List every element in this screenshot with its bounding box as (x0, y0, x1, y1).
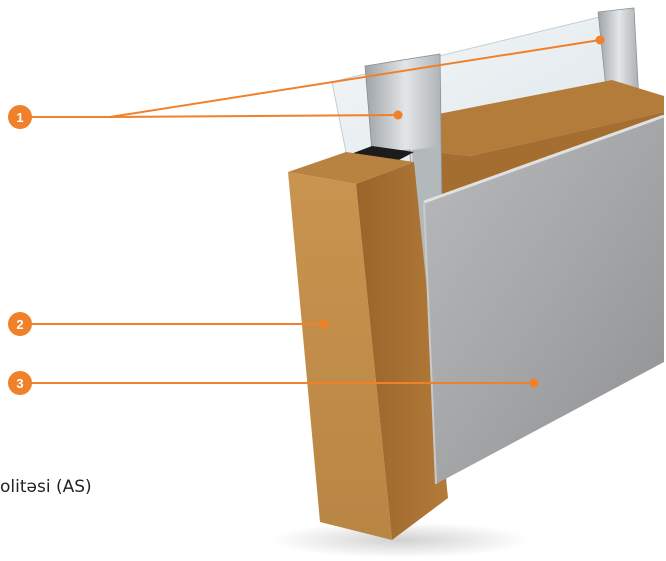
wood-board-front (288, 172, 392, 540)
callout-3-dot (529, 378, 539, 388)
callout-1-dot-a (393, 110, 403, 120)
caption-fragment: olitəsi (AS) (0, 477, 92, 497)
wood-layer-top (418, 80, 664, 156)
callout-badge-2: 2 (8, 312, 32, 336)
callout-badge-1-number: 1 (16, 110, 23, 125)
wood-board-side (356, 162, 448, 540)
wood-board-top (288, 152, 414, 184)
callout-1-line-c (109, 39, 601, 118)
callout-1-dot-b (595, 35, 605, 45)
callout-badge-2-number: 2 (16, 317, 23, 332)
callout-dots (319, 35, 605, 388)
ground-shadow (270, 522, 530, 558)
gray-panel-edge (423, 114, 665, 204)
callout-badge-1: 1 (8, 105, 32, 129)
gray-panel-left-edge (423, 201, 437, 485)
callout-badge-3: 3 (8, 371, 32, 395)
gray-facing-panel (424, 116, 664, 484)
callout-lines (30, 39, 601, 384)
callout-2-dot (319, 319, 329, 329)
callout-badge-3-number: 3 (16, 376, 23, 391)
callout-1-line-b (109, 114, 399, 118)
